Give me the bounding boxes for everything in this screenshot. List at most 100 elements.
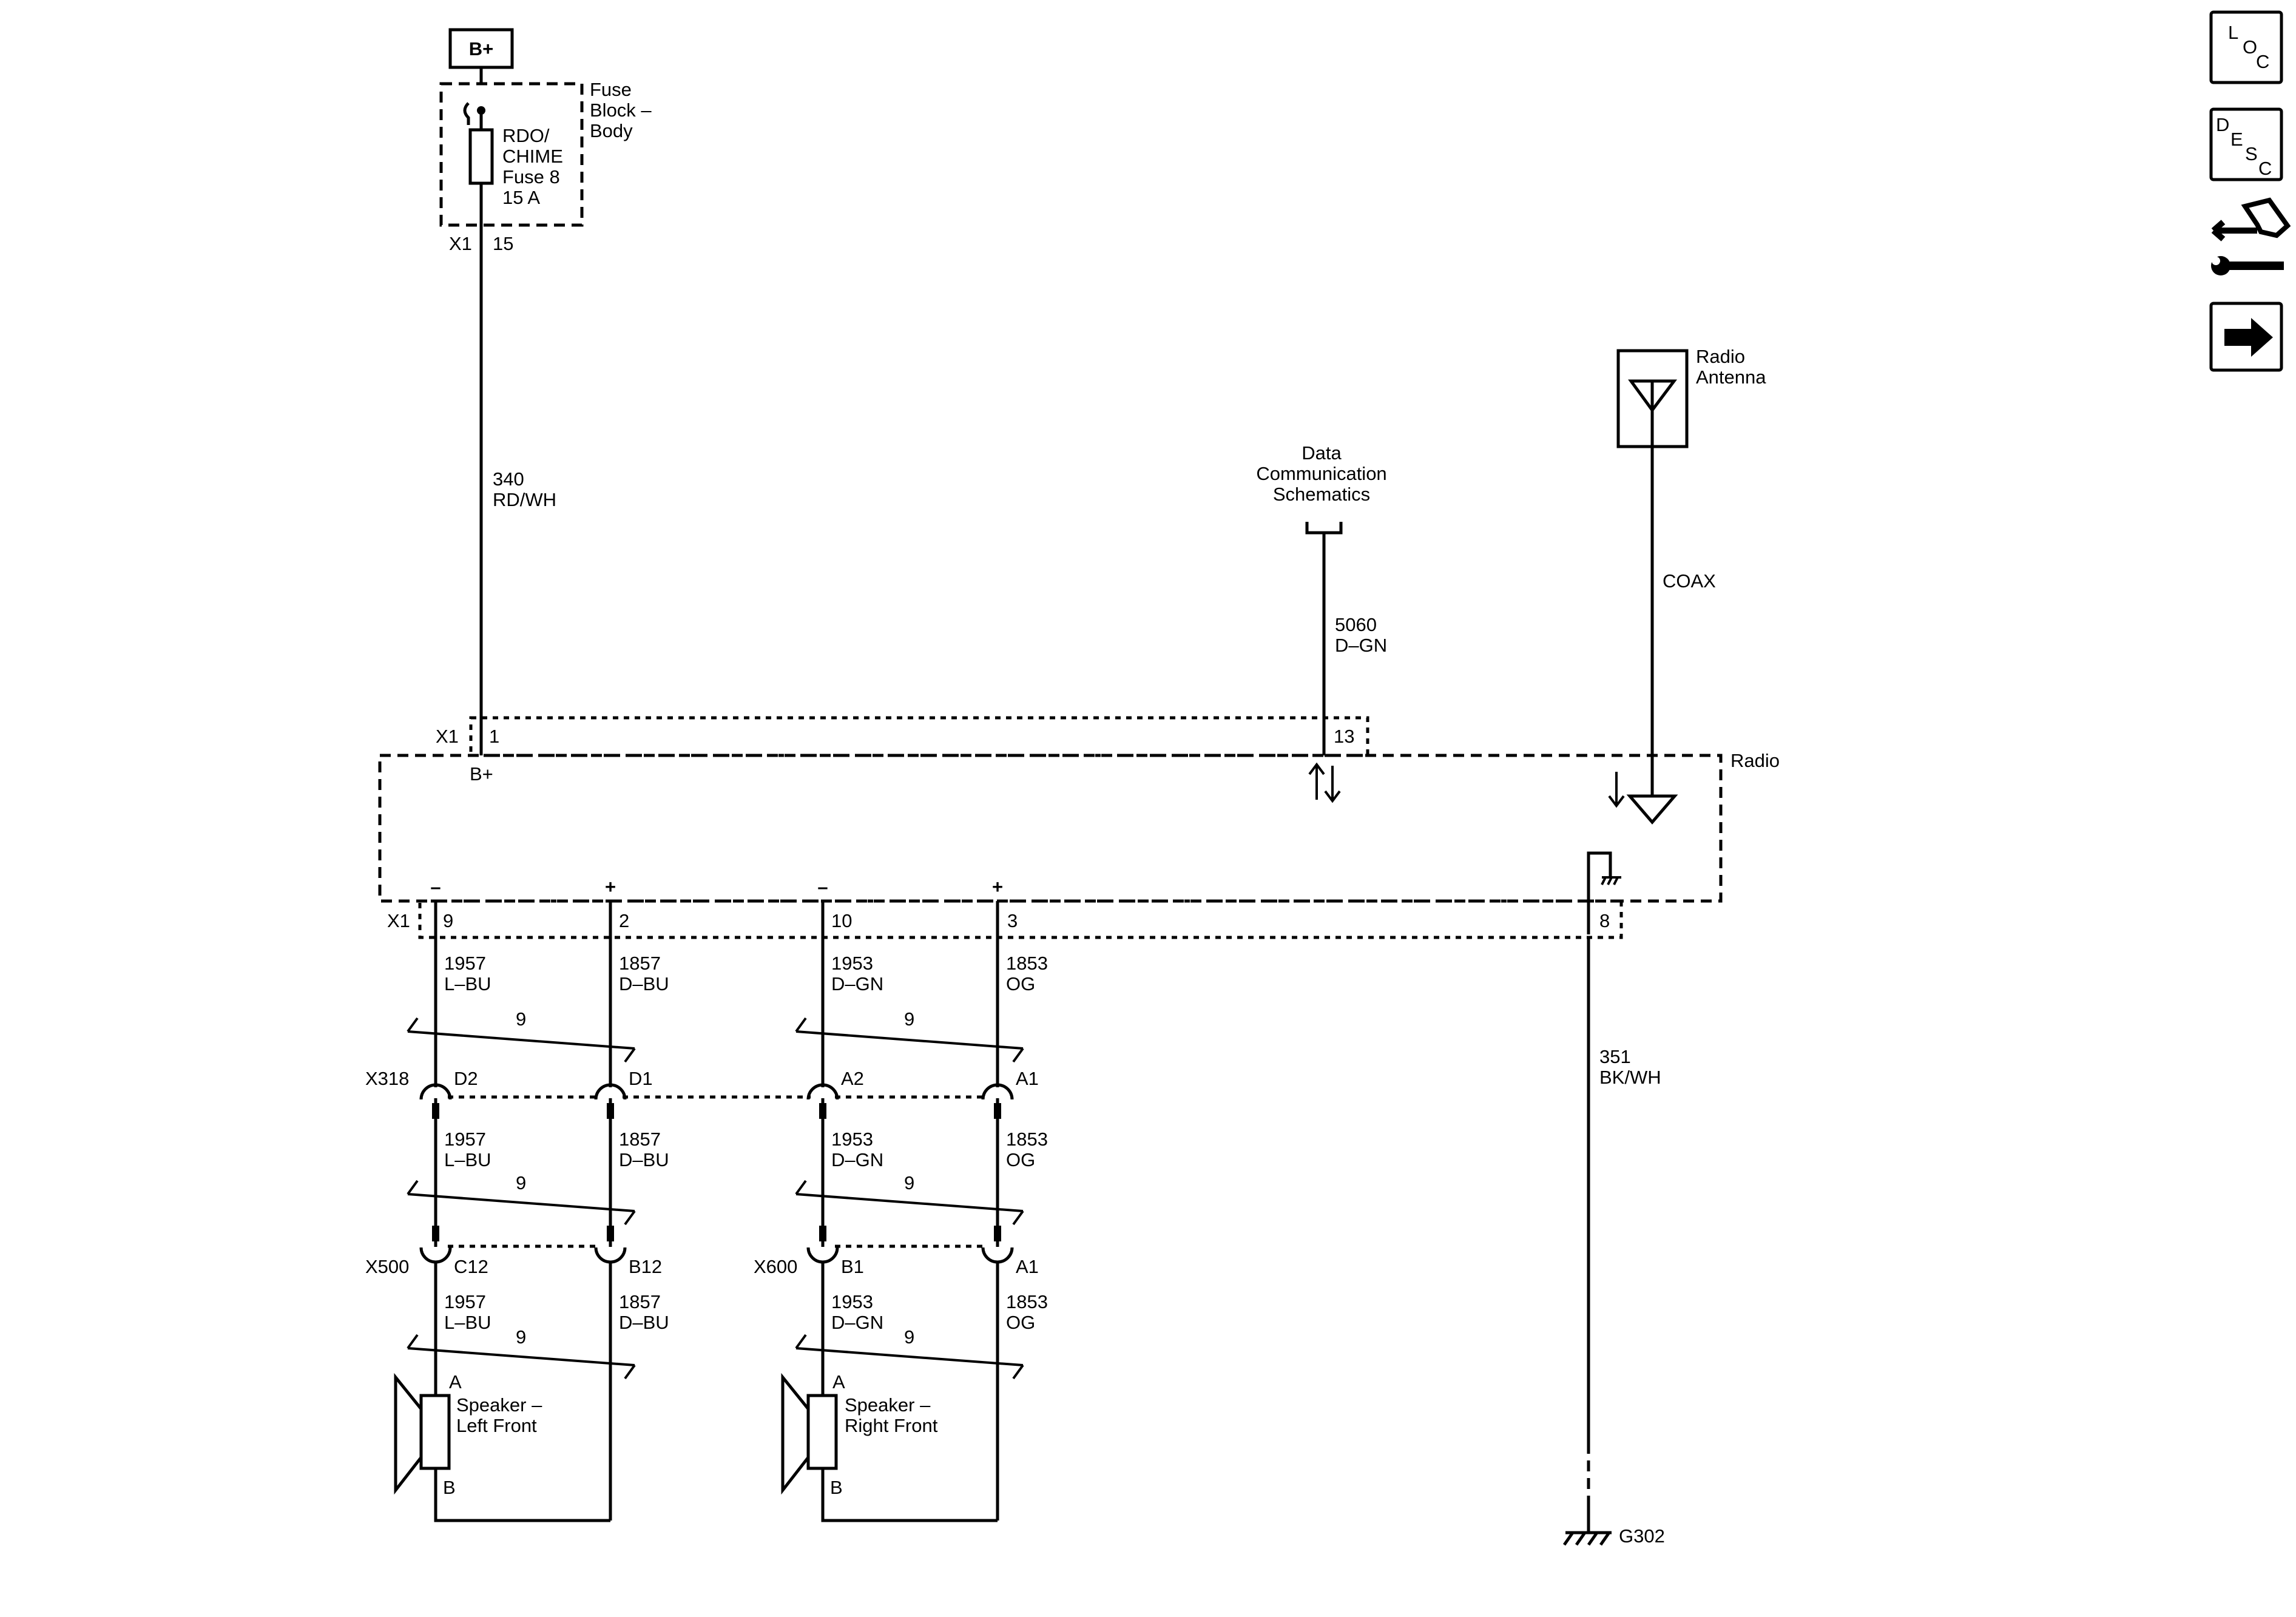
twist-label-6: 9 (904, 1326, 914, 1348)
lf-plus-color-1: D–BU (619, 973, 669, 994)
power-label: B+ (469, 38, 494, 59)
fuse-label-line4: 15 A (502, 187, 540, 208)
wire-340-color: RD/WH (493, 489, 556, 510)
fuse-label-line3: Fuse 8 (502, 166, 560, 187)
lf-minus-color-3: L–BU (444, 1312, 491, 1333)
location-button[interactable]: L O C (2209, 10, 2283, 84)
wire-5060-color: D–GN (1335, 635, 1387, 656)
radio-lf-minus-sign: – (430, 876, 441, 897)
radio-connector-bottom (418, 899, 1623, 939)
service-button[interactable] (2211, 197, 2291, 275)
lf-plus-color-3: D–BU (619, 1312, 669, 1333)
power-source: B+ (448, 28, 514, 69)
speaker-rf-title-line2: Right Front (845, 1415, 938, 1436)
speaker-right-front: A B Speaker – Right Front (781, 1371, 938, 1498)
data-link-title-line3: Schematics (1273, 484, 1370, 505)
rf-plus-color-1: OG (1006, 973, 1035, 994)
connector-x600: X600 B1 A1 (754, 1244, 1039, 1277)
speaker-lf-pin-a: A (449, 1371, 462, 1393)
twist-label-5: 9 (516, 1326, 526, 1348)
x318-pin-a2: A2 (841, 1068, 864, 1089)
fuse-label-line1: RDO/ (502, 125, 550, 146)
radio-pin-bplus-label: B+ (470, 763, 493, 785)
desc-letter-c: C (2258, 158, 2272, 179)
x500-pin-c12: C12 (454, 1256, 488, 1277)
radio-antenna: Radio Antenna COAX (1616, 346, 1766, 796)
coax-label: COAX (1663, 570, 1716, 592)
fuse-pin-label: 15 (493, 233, 513, 254)
twist-label-3: 9 (516, 1172, 526, 1193)
rf-minus-color-3: D–GN (831, 1312, 883, 1333)
twist-label-2: 9 (904, 1008, 914, 1030)
rf-plus-circuit-2: 1853 (1006, 1129, 1048, 1150)
x600-name: X600 (754, 1256, 797, 1277)
radio-pin-lf-plus: 2 (619, 910, 629, 931)
radio-module: Radio X1 1 B+ 13 – + – + X1 9 2 10 3 8 (378, 716, 1780, 939)
speaker-left-front: A B Speaker – Left Front (394, 1371, 542, 1498)
radio-pin-bplus: 1 (489, 726, 499, 747)
next-arrow-icon (2224, 318, 2273, 357)
wire-351-circuit: 351 (1599, 1046, 1631, 1067)
radio-connector-top (469, 716, 1369, 757)
lf-minus-color-1: L–BU (444, 973, 491, 994)
service-icon (2211, 197, 2291, 275)
rf-plus-circuit-1: 1853 (1006, 953, 1048, 974)
x318-pin-d1: D1 (629, 1068, 653, 1089)
twist-label-1: 9 (516, 1008, 526, 1030)
rf-minus-circuit-1: 1953 (831, 953, 873, 974)
x500-name: X500 (365, 1256, 409, 1277)
speaker-rf-pin-a: A (832, 1371, 845, 1393)
radio-pin-data: 13 (1334, 726, 1354, 747)
radio-pin-ground: 8 (1599, 910, 1610, 931)
rf-minus-circuit-2: 1953 (831, 1129, 873, 1150)
desc-letter-s: S (2245, 143, 2258, 164)
desc-letter-e: E (2230, 129, 2243, 150)
lf-minus-circuit-2: 1957 (444, 1129, 486, 1150)
speaker-rf-pin-b: B (830, 1477, 843, 1498)
x500-pin-b12: B12 (629, 1256, 662, 1277)
wire-340-circuit: 340 (493, 468, 524, 490)
fuse-block-title-line1: Fuse (590, 79, 632, 100)
location-icon: L O C (2228, 22, 2269, 72)
connector-x500: X500 C12 B12 (365, 1244, 662, 1277)
radio-title: Radio (1730, 750, 1780, 771)
description-icon: D E S C (2216, 114, 2272, 179)
lf-minus-circuit-1: 1957 (444, 953, 486, 974)
x318-pin-a1: A1 (1016, 1068, 1039, 1089)
fuse-connector-label: X1 (449, 233, 472, 254)
radio-rf-minus-sign: – (817, 876, 828, 897)
wire-5060-circuit: 5060 (1335, 614, 1377, 635)
next-button[interactable] (2209, 302, 2283, 372)
data-link-title-line2: Communication (1256, 463, 1386, 484)
data-communication-link: Data Communication Schematics 5060 D–GN (1256, 442, 1387, 755)
twist-label-4: 9 (904, 1172, 914, 1193)
loc-letter-o: O (2243, 36, 2257, 58)
rf-plus-color-3: OG (1006, 1312, 1035, 1333)
fuse-block-title-line3: Body (590, 120, 633, 141)
speaker-lf-pin-b: B (443, 1477, 456, 1498)
antenna-title-line1: Radio (1696, 346, 1745, 367)
lf-minus-circuit-3: 1957 (444, 1291, 486, 1312)
data-link-title-line1: Data (1302, 442, 1342, 464)
rf-minus-color-1: D–GN (831, 973, 883, 994)
radio-bottom-connector-label: X1 (387, 910, 410, 931)
x600-pin-b1: B1 (841, 1256, 864, 1277)
loc-letter-l: L (2228, 22, 2238, 43)
lf-plus-color-2: D–BU (619, 1149, 669, 1170)
lf-plus-circuit-1: 1857 (619, 953, 661, 974)
x318-name: X318 (365, 1068, 409, 1089)
speaker-wiring: 9 9 9 9 9 9 1957 L–BU 1857 D–BU 1953 D–G… (407, 901, 1048, 1522)
rf-plus-circuit-3: 1853 (1006, 1291, 1048, 1312)
ground-name: G302 (1619, 1525, 1665, 1547)
rf-minus-color-2: D–GN (831, 1149, 883, 1170)
speaker-lf-title-line1: Speaker – (456, 1394, 542, 1416)
radio-top-connector-label: X1 (436, 726, 459, 747)
rf-minus-circuit-3: 1953 (831, 1291, 873, 1312)
fuse-block-title-line2: Block – (590, 100, 652, 121)
description-button[interactable]: D E S C (2209, 107, 2283, 181)
radio-pin-lf-minus: 9 (443, 910, 453, 931)
fuse-label-line2: CHIME (502, 146, 563, 167)
radio-pin-rf-minus: 10 (831, 910, 852, 931)
wire-351-color: BK/WH (1599, 1067, 1661, 1088)
lf-minus-color-2: L–BU (444, 1149, 491, 1170)
